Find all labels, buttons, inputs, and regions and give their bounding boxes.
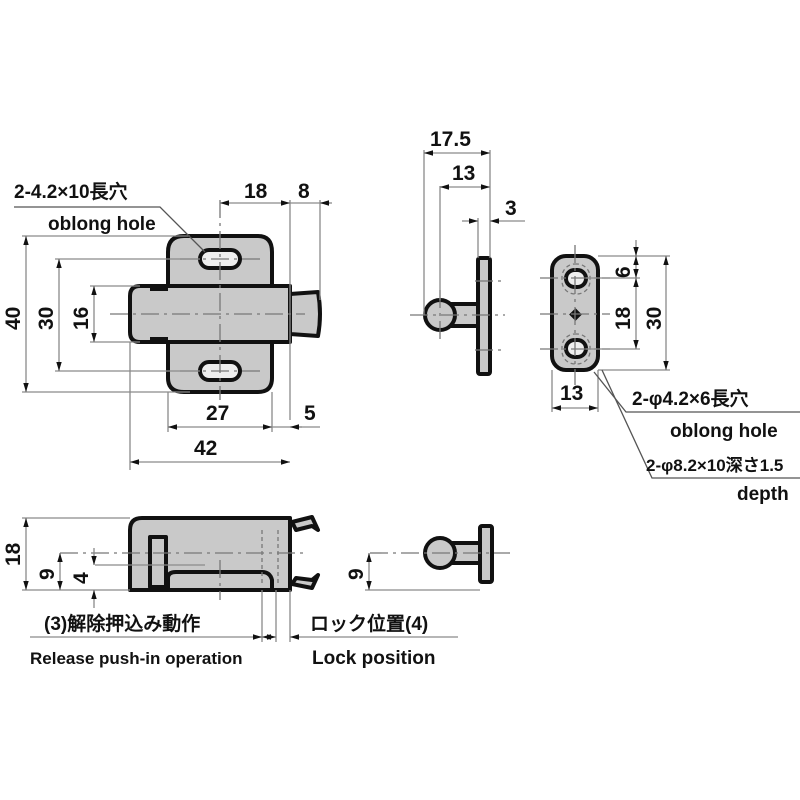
dim-strike-width: 13 (560, 382, 583, 405)
side-slot (148, 535, 168, 589)
dim-strike-overall-depth: 17.5 (430, 128, 471, 151)
dim-plunger-width: 8 (298, 180, 310, 203)
strike-side-view: 17.5 13 3 (410, 128, 525, 376)
dim-overall-length: 42 (194, 437, 217, 460)
body-step-bottom (150, 337, 168, 342)
dim-overall-height: 40 (2, 307, 25, 330)
side-view: 18 9 4 9 (3)解除押込み動作 ロック位置(4) Release pus… (2, 515, 510, 669)
callout-counterbore-jp: 2-φ8.2×10深さ1.5 (646, 455, 783, 475)
dim-side-slot-height: 4 (70, 572, 93, 584)
dim-strike-overall-height: 30 (643, 307, 666, 330)
release-label-en: Release push-in operation (30, 649, 243, 668)
dim-plate-thickness: 3 (505, 197, 517, 220)
dim-edge-to-slot: 6 (612, 266, 635, 278)
clip-top (290, 515, 320, 532)
callout-oblong-hole-jp: 2-4.2×10長穴 (14, 180, 128, 203)
callout-strike-hole-jp: 2-φ4.2×6長穴 (632, 387, 749, 410)
callout-counterbore-en: depth (737, 484, 789, 505)
callout-strike-hole-en: oblong hole (670, 421, 778, 442)
dim-slot-pitch: 30 (35, 307, 58, 330)
dim-ball-to-face: 13 (452, 162, 475, 185)
top-view: 2-4.2×10長穴 oblong hole 18 8 40 30 16 27 … (2, 180, 332, 470)
dim-strike-slot-pitch: 18 (612, 306, 635, 330)
dim-strike-center-height: 9 (345, 568, 368, 580)
lock-label-jp: ロック位置(4) (310, 612, 428, 635)
dim-body-height: 16 (70, 307, 93, 330)
lock-label-en: Lock position (312, 648, 436, 669)
dim-side-overall-height: 18 (2, 542, 25, 566)
strike-front-view: 6 18 30 13 2-φ4.2×6長穴 oblong hole 2-φ8.2… (540, 240, 800, 505)
callout-oblong-hole-en: oblong hole (48, 214, 156, 235)
dim-side-center-height: 9 (36, 568, 59, 580)
clip-bottom (290, 573, 320, 590)
dim-plate-offset: 27 (206, 402, 229, 425)
body-step-top (150, 286, 168, 291)
dim-plunger-offset: 5 (304, 402, 316, 425)
release-label-jp: (3)解除押込み動作 (44, 612, 200, 635)
dim-plate-width: 18 (244, 180, 268, 203)
